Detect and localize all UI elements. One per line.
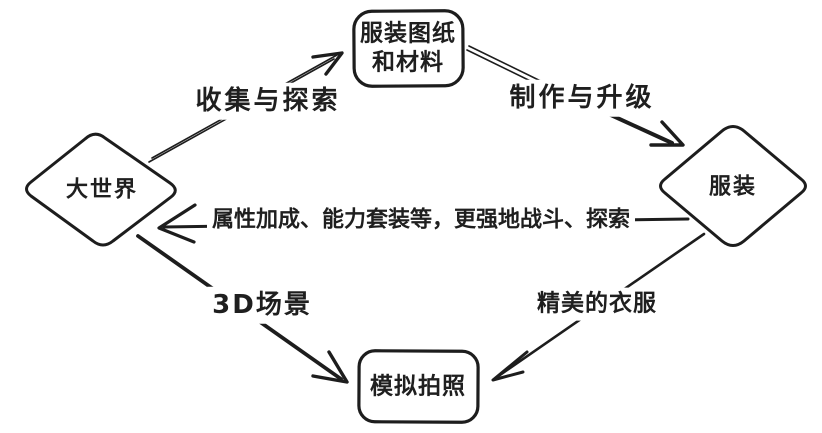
edge-label-attribute-buff: 属性加成、能力套装等，更强地战斗、探索 (206, 204, 636, 236)
edge-beauty-arrowhead-icon (491, 350, 529, 382)
node-blueprint-label: 服装图纸 和材料 (360, 19, 456, 77)
node-world-label: 大世界 (65, 177, 139, 203)
edge-label-beautiful-clothes: 精美的衣服 (532, 287, 662, 321)
node-blueprint-shape (352, 9, 465, 88)
node-photo-shape (357, 349, 480, 424)
node-blueprint-label-line2: 和材料 (372, 49, 444, 75)
edge-label-craft-upgrade: 制作与升级 (504, 79, 660, 117)
node-photo-label: 模拟拍照 (370, 373, 466, 400)
edge-buff-arrowhead-icon (157, 203, 197, 244)
edge-scene-arrowhead-icon (311, 350, 349, 384)
node-world-shape (25, 132, 177, 247)
node-clothing-shape (659, 125, 807, 247)
edge-collect-arrowhead-icon (311, 51, 344, 76)
node-blueprint-label-line1: 服装图纸 (360, 20, 456, 47)
edge-craft-arrowhead-icon (649, 120, 685, 147)
edge-label-collect-explore: 收集与探索 (190, 82, 346, 120)
node-clothing-label: 服装 (708, 174, 758, 200)
edge-label-3d-scene: 3D场景 (207, 286, 317, 324)
